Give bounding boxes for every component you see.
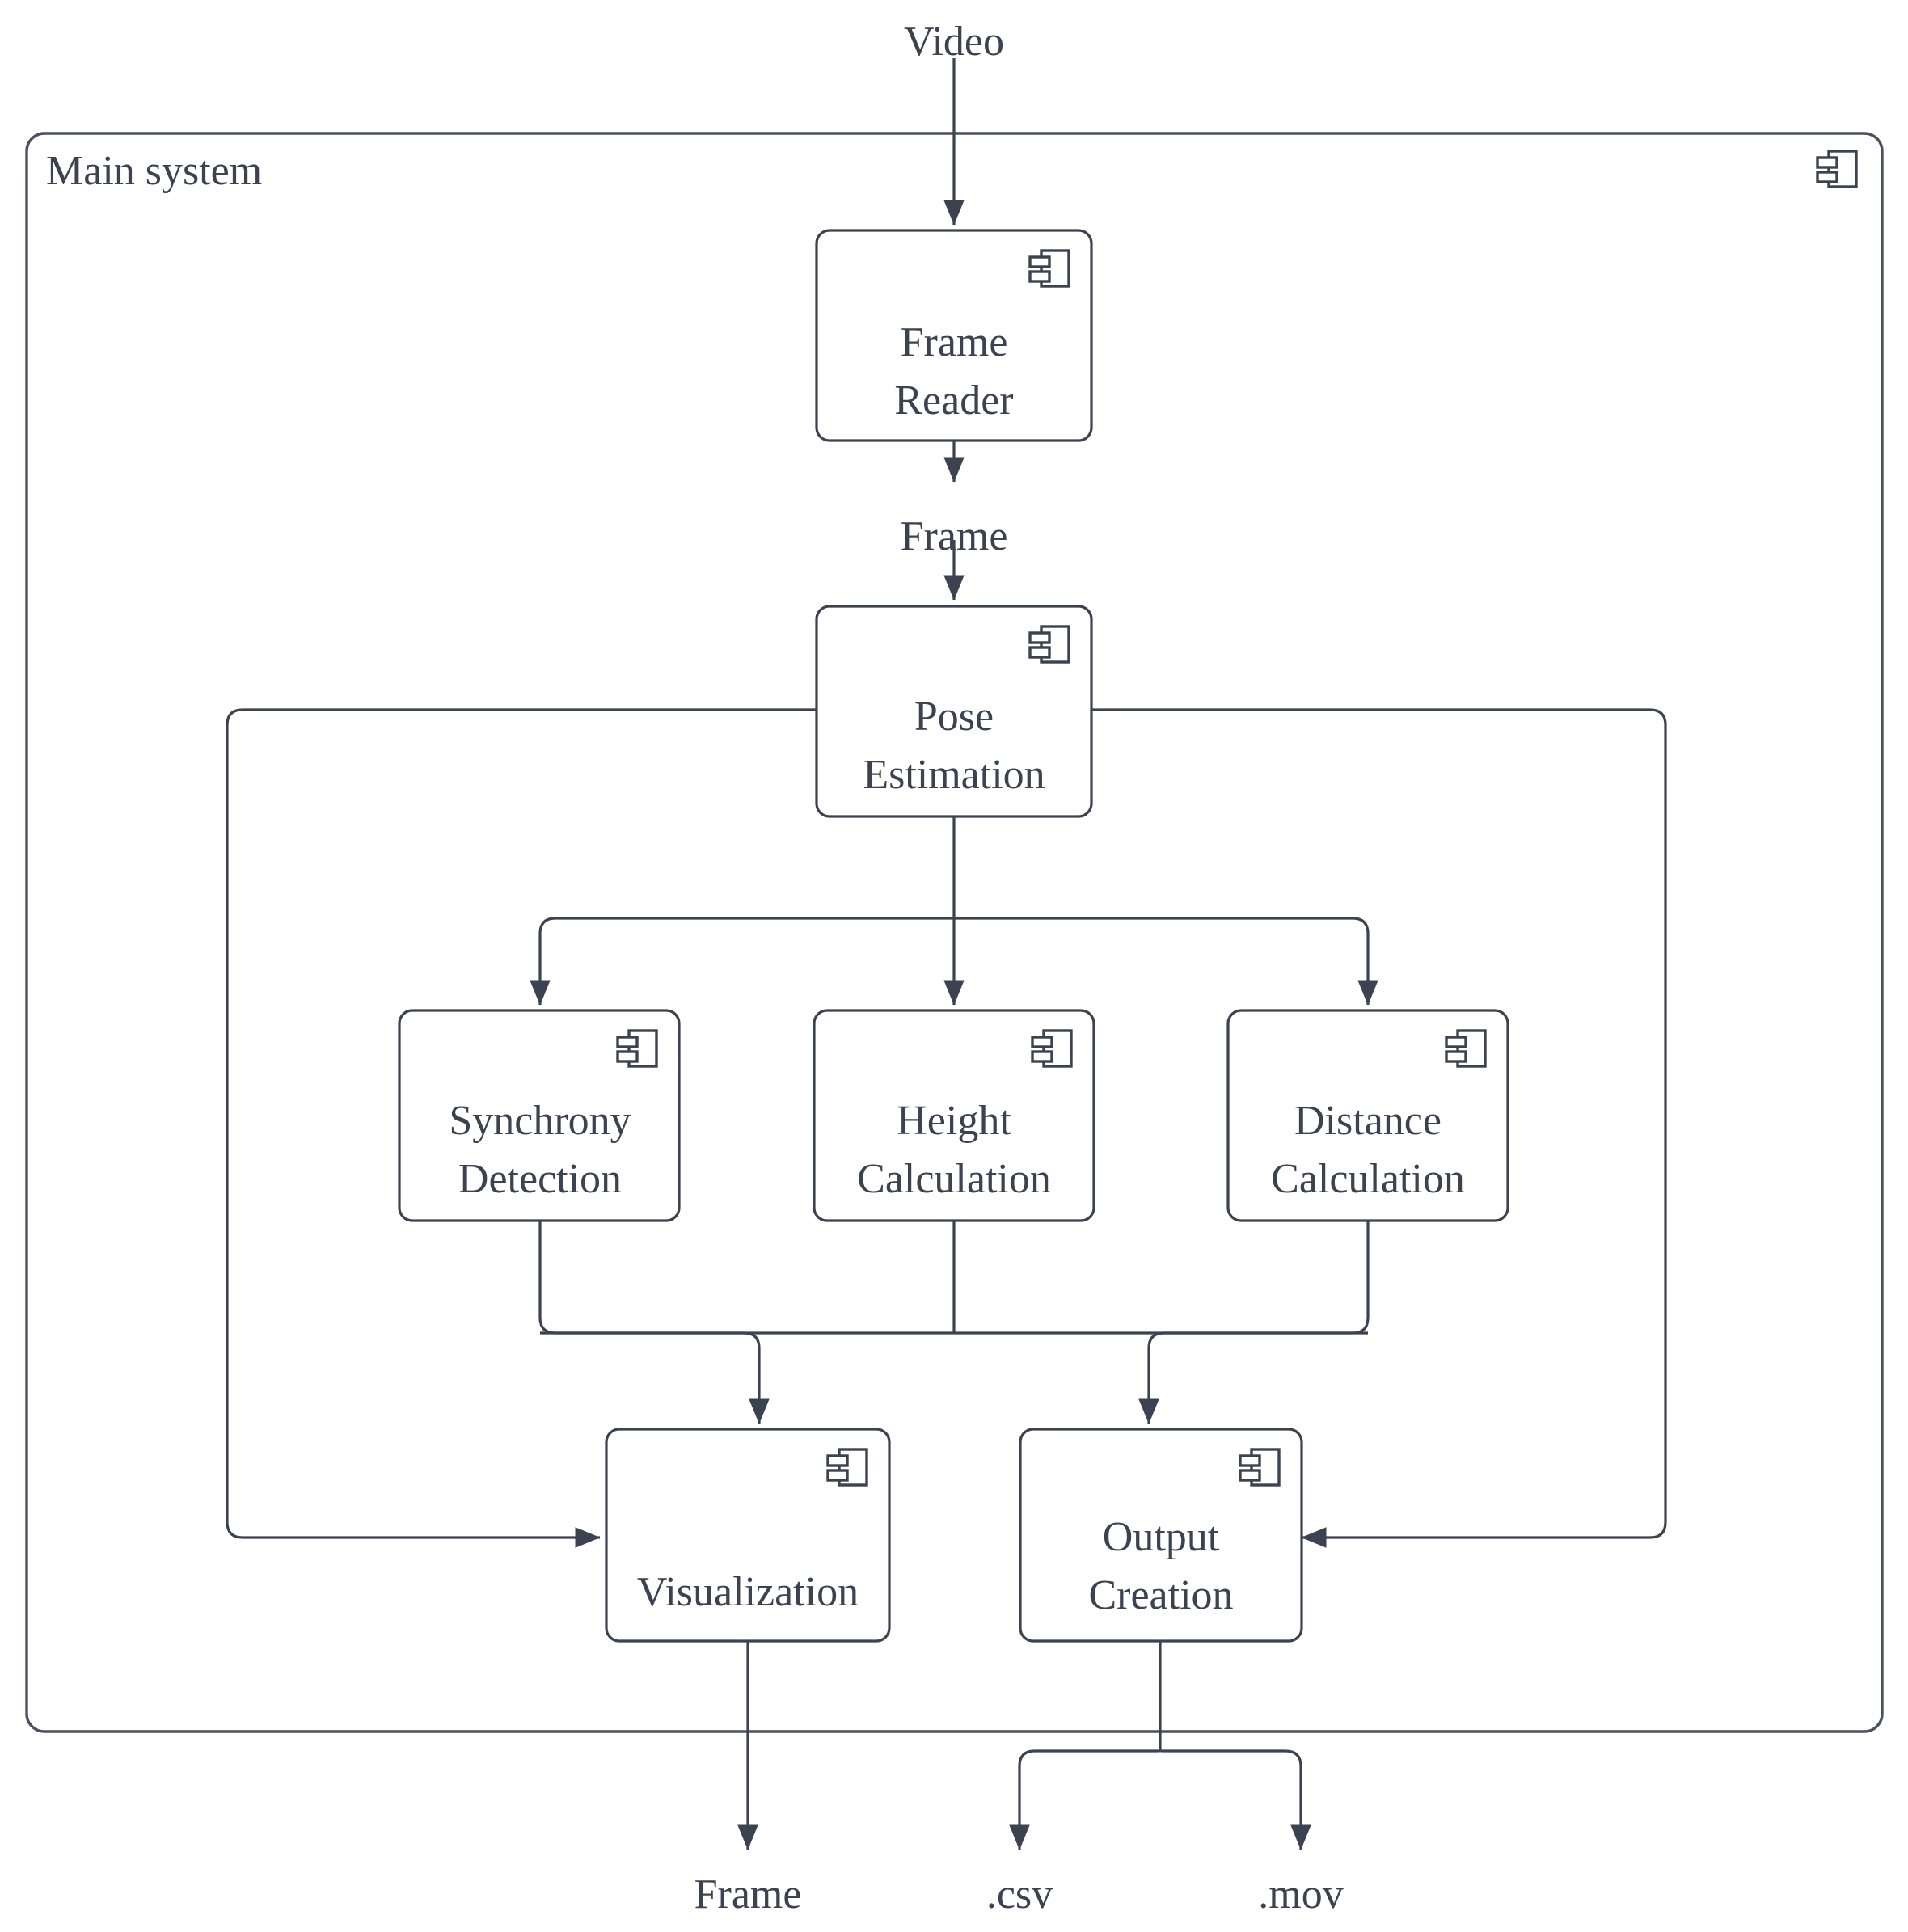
flow-label-output-frame: Frame [694, 1871, 802, 1917]
component-label-line1: Pose [914, 694, 994, 740]
flow-label-output-mov: .mov [1258, 1871, 1343, 1917]
component-height-calculation[interactable]: Height Calculation [813, 1009, 1095, 1222]
component-label-line1: Visualization [637, 1569, 859, 1615]
component-label-line1: Output [1103, 1514, 1220, 1560]
component-box[interactable] [1226, 1009, 1509, 1222]
component-icon [826, 1448, 868, 1487]
component-label-line1: Synchrony [449, 1098, 631, 1144]
component-frame-reader[interactable]: Frame Reader [815, 229, 1093, 442]
component-label-line2: Estimation [863, 752, 1045, 798]
component-label-line2: Detection [458, 1156, 622, 1202]
component-output-creation[interactable]: Output Creation [1019, 1428, 1303, 1643]
component-box[interactable] [398, 1009, 681, 1222]
edge-output-to-csv [1009, 1749, 1162, 1850]
component-visualization[interactable]: Visualization [605, 1428, 891, 1643]
component-label-line1: Distance [1294, 1098, 1442, 1144]
component-box[interactable] [1019, 1428, 1303, 1643]
component-distance-calculation[interactable]: Distance Calculation [1226, 1009, 1509, 1222]
edge-bus-to-visualization [743, 1331, 770, 1424]
component-box[interactable] [815, 229, 1093, 442]
component-icon [616, 1029, 658, 1068]
component-box[interactable] [815, 605, 1093, 818]
component-label-line2: Calculation [1271, 1156, 1465, 1202]
component-icon [1816, 150, 1858, 188]
edge-pose-to-distance [952, 917, 1378, 1006]
edge-pose-to-synchrony [530, 917, 956, 1006]
component-icon [1028, 249, 1070, 288]
edge-bus-to-output-creation [1138, 1331, 1165, 1424]
flow-label-output-csv: .csv [986, 1871, 1053, 1917]
edge-output-to-mov [1159, 1749, 1311, 1850]
component-label-line2: Calculation [857, 1156, 1051, 1202]
edge-synchrony-to-bus [538, 1221, 744, 1335]
component-label-line1: Height [897, 1098, 1011, 1144]
flow-label-video: Video [904, 19, 1004, 65]
component-icon [1445, 1029, 1487, 1068]
flow-label-frame: Frame [901, 513, 1008, 559]
edge-pose-to-visualization [226, 708, 817, 1548]
edge-distance-to-bus [1164, 1221, 1370, 1335]
component-label-line2: Creation [1088, 1572, 1233, 1618]
component-box[interactable] [813, 1009, 1095, 1222]
component-icon [1239, 1448, 1281, 1487]
component-icon [1028, 625, 1070, 664]
edge-pose-to-output-creation [1091, 708, 1667, 1548]
component-synchrony-detection[interactable]: Synchrony Detection [398, 1009, 681, 1222]
main-system-label: Main system [46, 148, 262, 194]
component-label-line2: Reader [894, 378, 1013, 424]
component-icon [1031, 1029, 1073, 1068]
component-pose-estimation[interactable]: Pose Estimation [815, 605, 1093, 818]
component-box[interactable] [605, 1428, 891, 1643]
component-label-line1: Frame [901, 319, 1008, 365]
